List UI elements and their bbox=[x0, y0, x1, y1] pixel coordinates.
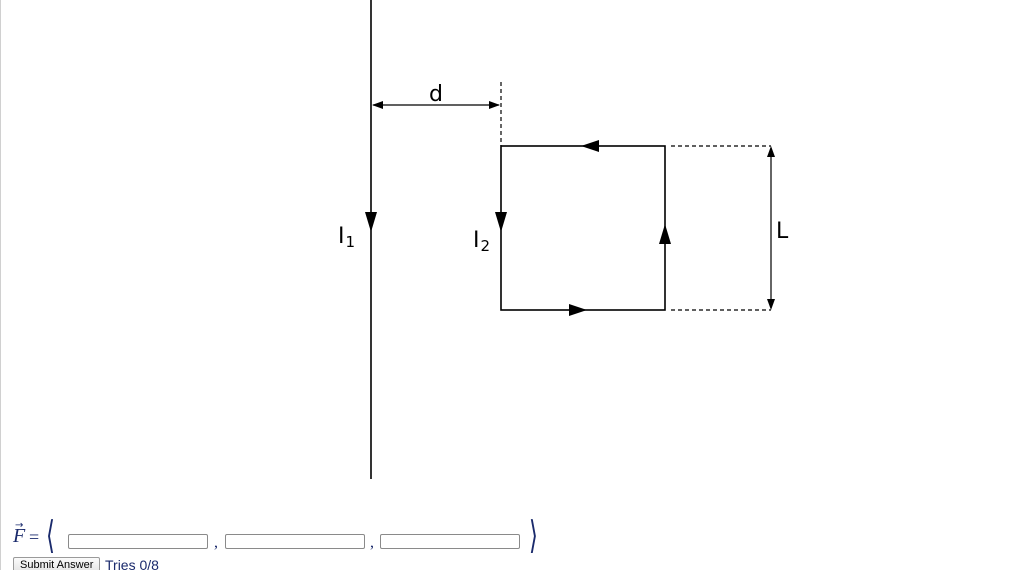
distance-arrow-left bbox=[372, 101, 383, 109]
loop-right-arrow bbox=[659, 224, 671, 244]
tries-counter: Tries 0/8 bbox=[105, 557, 159, 570]
current-2-subscript: 2 bbox=[481, 237, 491, 255]
current-1-label: I1 bbox=[338, 224, 355, 251]
force-y-input[interactable] bbox=[225, 534, 365, 549]
submit-row: Submit Answer Tries 0/8 bbox=[13, 556, 313, 570]
current-2-letter: I bbox=[473, 228, 480, 253]
component-separator-1: , bbox=[214, 534, 218, 551]
side-length-label: L bbox=[776, 219, 789, 244]
force-answer-row: → F = ⟨ , , ⟩ bbox=[11, 513, 571, 558]
loop-bottom-arrow bbox=[569, 304, 587, 316]
component-separator-2: , bbox=[370, 534, 374, 551]
distance-label: d bbox=[429, 82, 443, 107]
length-arrow-bottom bbox=[767, 299, 775, 310]
current-2-label: I2 bbox=[473, 228, 490, 255]
magnetic-force-diagram: d I1 I2 L bbox=[338, 0, 789, 479]
equals-sign: = bbox=[29, 527, 40, 547]
vector-arrow-icon: → bbox=[15, 520, 24, 531]
force-symbol: F bbox=[13, 525, 26, 547]
force-x-input[interactable] bbox=[68, 534, 208, 549]
current-1-subscript: 1 bbox=[346, 233, 356, 251]
force-z-input[interactable] bbox=[380, 534, 520, 549]
length-arrow-top bbox=[767, 146, 775, 157]
square-loop bbox=[500, 145, 666, 311]
close-angle-bracket: ⟩ bbox=[528, 513, 538, 557]
distance-arrow-right bbox=[489, 101, 500, 109]
current-1-letter: I bbox=[338, 224, 345, 249]
loop-left-arrow bbox=[495, 212, 507, 232]
long-wire-current-arrow bbox=[365, 212, 377, 232]
loop-top-arrow bbox=[581, 140, 599, 152]
submit-answer-button[interactable]: Submit Answer bbox=[13, 557, 101, 570]
open-angle-bracket: ⟨ bbox=[45, 513, 55, 557]
